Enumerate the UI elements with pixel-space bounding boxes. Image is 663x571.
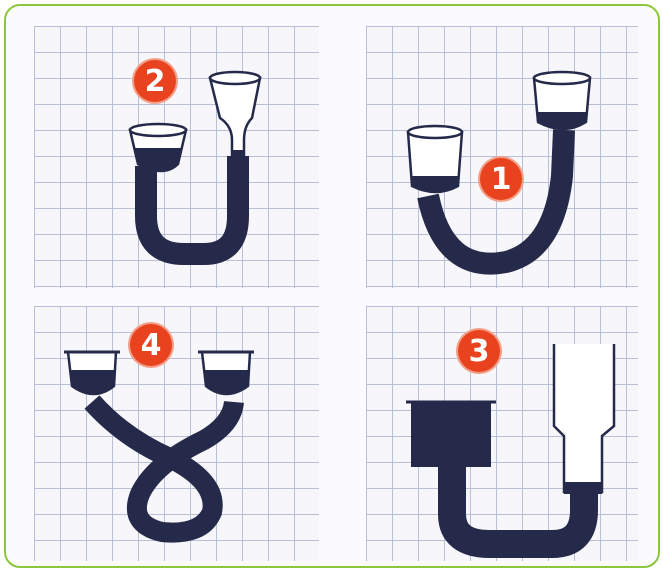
panel-2: 2 [34, 26, 319, 288]
vessel-drawing-3 [366, 306, 638, 561]
panel-3: 3 [366, 306, 638, 561]
vessel-drawing-4 [34, 306, 319, 561]
vessel-drawing-2 [34, 26, 319, 288]
panel-number-badge: 3 [458, 330, 500, 372]
panel-4: 4 [34, 306, 319, 561]
panel-number-badge: 4 [130, 324, 172, 366]
panel-number-badge: 2 [134, 60, 176, 102]
figure-frame: 2 1 4 [4, 4, 660, 568]
panel-number-badge: 1 [480, 158, 522, 200]
vessel-drawing-1 [366, 26, 638, 288]
panel-1: 1 [366, 26, 638, 288]
